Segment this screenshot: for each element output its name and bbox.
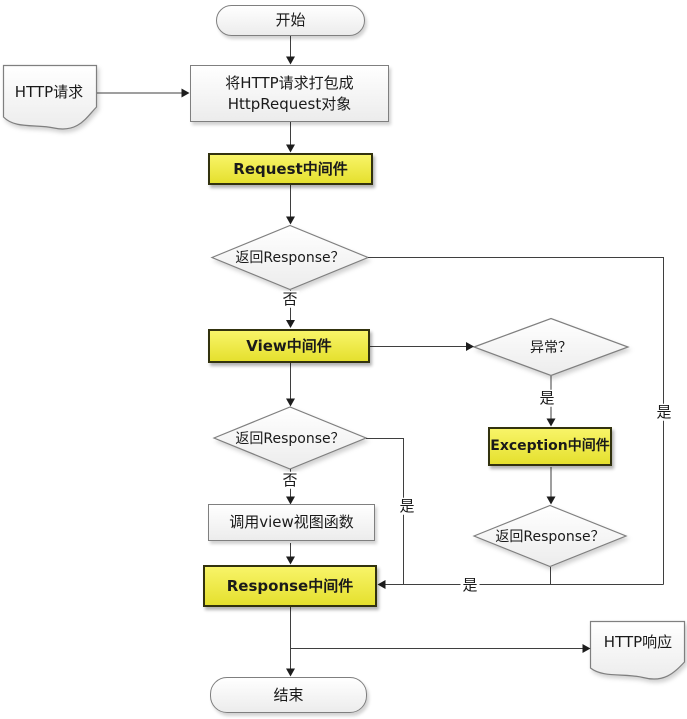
edge-label-view-response-no: 否 [280, 470, 300, 489]
node-view-middleware: View中间件 [208, 329, 370, 363]
edge-label-exception-response-yes: 是 [460, 575, 480, 594]
decision-exception-response-shape [472, 504, 628, 568]
edge-label-request-response-no: 否 [280, 289, 300, 308]
node-request-middleware-label: Request中间件 [233, 159, 348, 178]
node-end: 结束 [210, 677, 367, 713]
decision-view-response-shape [212, 406, 368, 470]
edge-label-request-response-yes: 是 [654, 402, 674, 421]
node-response-middleware: Response中间件 [203, 565, 377, 607]
node-request-middleware: Request中间件 [208, 153, 373, 185]
document-http-response-shape [589, 620, 686, 680]
decision-exception-shape [472, 317, 630, 377]
node-start: 开始 [216, 5, 365, 36]
document-http-request-shape [2, 64, 98, 130]
node-exception-middleware: Exception中间件 [488, 427, 612, 466]
edge-label-exception-yes: 是 [537, 388, 557, 407]
node-package-request-label: 将HTTP请求打包成 HttpRequest对象 [225, 74, 354, 113]
edges [97, 36, 664, 677]
node-call-view: 调用view视图函数 [208, 504, 375, 541]
decision-request-response-shape [210, 224, 370, 291]
edge-label-view-response-yes: 是 [397, 496, 417, 515]
node-start-label: 开始 [275, 11, 306, 30]
node-response-middleware-label: Response中间件 [226, 576, 354, 595]
node-package-request: 将HTTP请求打包成 HttpRequest对象 [190, 65, 389, 122]
node-view-middleware-label: View中间件 [246, 336, 332, 355]
node-call-view-label: 调用view视图函数 [229, 513, 354, 532]
node-exception-middleware-label: Exception中间件 [490, 438, 610, 455]
node-end-label: 结束 [273, 685, 304, 704]
